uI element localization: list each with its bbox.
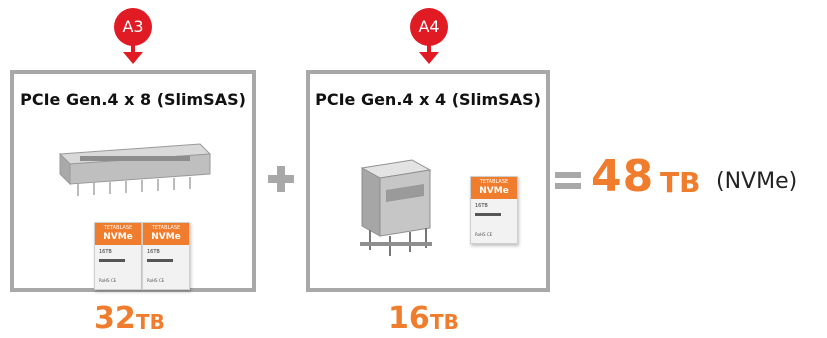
- total-capacity-unit: TB: [660, 166, 701, 199]
- nvme-card-3-barcode: [475, 213, 501, 216]
- nvme-card-3-band: [471, 177, 517, 199]
- nvme-card-2-band: [143, 223, 189, 245]
- marker-a4-label: A4: [410, 8, 448, 46]
- panel-x4-capacity-unit: TB: [430, 310, 459, 334]
- nvme-card-1-product: NVMe: [103, 232, 133, 242]
- panel-x8-title: PCIe Gen.4 x 8 (SlimSAS): [20, 90, 246, 109]
- panel-x8-capacity-number: 32: [94, 301, 136, 336]
- total-capacity-number: 48: [591, 151, 655, 202]
- nvme-card-2-capacity: 16TB: [147, 249, 160, 255]
- nvme-card-1-capacity: 16TB: [99, 249, 112, 255]
- nvme-card-3-product: NVMe: [479, 186, 509, 196]
- nvme-card-3-capacity: 16TB: [475, 203, 488, 209]
- marker-a3-arrow-icon: [123, 52, 143, 64]
- nvme-card-3-brand: TETABLASE: [479, 179, 509, 185]
- nvme-card-2-foot: RoHS CE: [147, 278, 165, 283]
- equals-icon-lower: [555, 183, 581, 189]
- equals-icon: [555, 172, 581, 178]
- marker-a4: A4: [410, 8, 448, 64]
- marker-a3: A3: [114, 8, 152, 64]
- nvme-card-2: TETABLASE NVMe 16TB RoHS CE: [142, 222, 190, 290]
- nvme-card-1-brand: TETABLASE: [103, 225, 133, 231]
- nvme-card-1-barcode: [99, 259, 125, 262]
- total-capacity-note: (NVMe): [716, 169, 798, 194]
- nvme-card-1-band: [95, 223, 141, 245]
- marker-a3-stem: [131, 44, 135, 54]
- marker-a3-label: A3: [114, 8, 152, 46]
- nvme-card-2-product: NVMe: [151, 232, 181, 242]
- plus-icon-vertical: [277, 166, 285, 192]
- nvme-card-2-barcode: [147, 259, 173, 262]
- nvme-card-3: TETABLASE NVMe 16TB RoHS CE: [470, 176, 518, 244]
- panel-x4-title: PCIe Gen.4 x 4 (SlimSAS): [315, 90, 541, 109]
- nvme-card-1-foot: RoHS CE: [99, 278, 117, 283]
- panel-x8: PCIe Gen.4 x 8 (SlimSAS) TETABLASE NVMe …: [10, 70, 256, 292]
- nvme-card-2-brand: TETABLASE: [151, 225, 181, 231]
- slimsas-x4-connector-icon: [360, 159, 432, 256]
- nvme-card-1: TETABLASE NVMe 16TB RoHS CE: [94, 222, 142, 290]
- panel-x4: PCIe Gen.4 x 4 (SlimSAS) TETABLASE NVMe …: [306, 70, 550, 292]
- panel-x4-capacity-number: 16: [388, 301, 430, 336]
- nvme-card-3-foot: RoHS CE: [475, 232, 493, 237]
- marker-a4-stem: [427, 44, 431, 54]
- slimsas-x8-connector-icon: [58, 143, 212, 196]
- marker-a4-arrow-icon: [419, 52, 439, 64]
- panel-x8-capacity-unit: TB: [136, 310, 165, 334]
